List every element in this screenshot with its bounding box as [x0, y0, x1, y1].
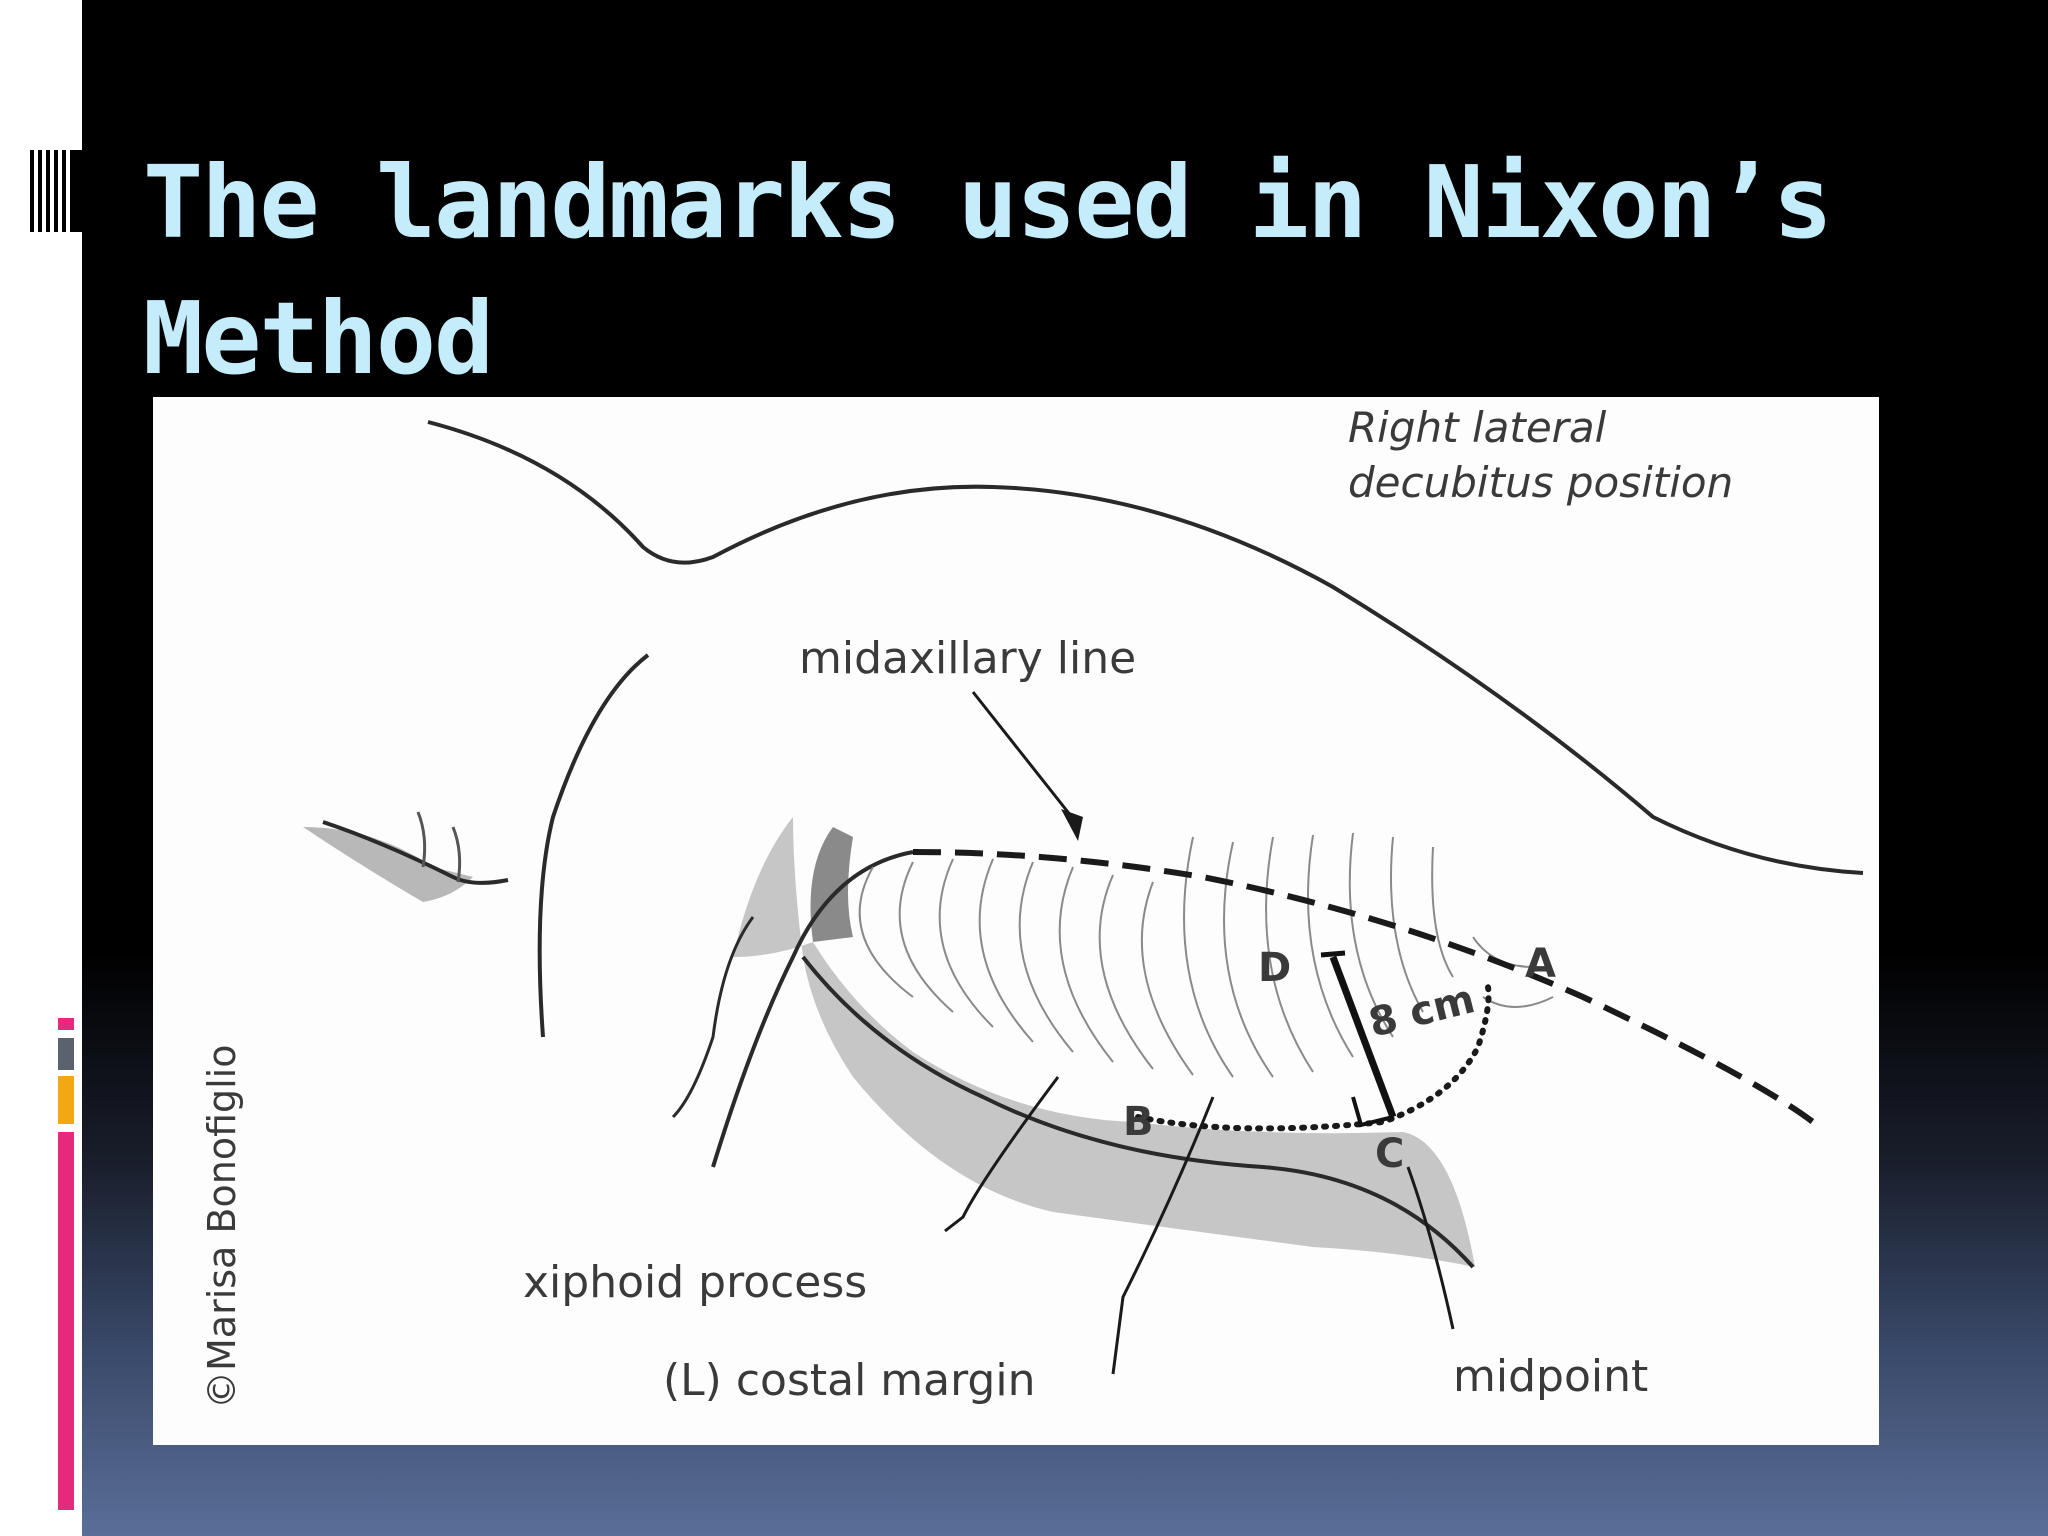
- label-xiphoid-process: xiphoid process: [523, 1257, 867, 1308]
- label-distance: 8 cm: [1364, 976, 1479, 1047]
- label-midpoint: midpoint: [1453, 1351, 1648, 1402]
- label-midaxillary-line: midaxillary line: [799, 633, 1136, 684]
- label-costal-margin: (L) costal margin: [663, 1355, 1035, 1406]
- accent-bar-gray: [58, 1038, 74, 1070]
- label-point-a: A: [1525, 941, 1556, 987]
- label-point-b: B: [1123, 1099, 1154, 1145]
- accent-bar-pink-top: [58, 1018, 74, 1030]
- back-outline: [427, 420, 1864, 875]
- midaxillary-dashed-line: [912, 849, 1815, 1125]
- chest-shadow: [733, 817, 1475, 1267]
- accent-bar-orange: [58, 1076, 74, 1124]
- label-point-d: D: [1258, 945, 1291, 991]
- hand-fingers: [416, 811, 462, 883]
- accent-bar-pink: [58, 1132, 74, 1510]
- arm-shadow: [303, 827, 473, 902]
- arm-outline: [537, 653, 650, 1038]
- nixon-landmarks-diagram: Right lateral decubitus position midaxil…: [153, 397, 1879, 1445]
- chest-front: [711, 850, 914, 1168]
- position-note-line2: decubitus position: [1348, 458, 1733, 507]
- line-d-c: [1329, 955, 1397, 1119]
- right-angle-marker: [1351, 1096, 1394, 1128]
- costal-margin-dotted: [1135, 984, 1492, 1132]
- slide-title: The landmarks used in Nixon’s Method: [143, 144, 1833, 397]
- title-decoration: [20, 148, 82, 234]
- ribs: [858, 832, 1554, 1078]
- inner-arm: [671, 916, 755, 1119]
- label-point-c: C: [1375, 1131, 1404, 1177]
- line-d-tick: [1320, 950, 1346, 958]
- abdomen-line: [801, 955, 1475, 1269]
- pointer-lines: [944, 691, 1455, 1375]
- position-note-line1: Right lateral: [1348, 403, 1607, 452]
- arm-lower: [322, 820, 509, 885]
- rib-shadow-dark: [810, 827, 853, 942]
- arrowhead: [1061, 809, 1083, 841]
- credit-text: ©Marisa Bonofiglio: [200, 1045, 244, 1410]
